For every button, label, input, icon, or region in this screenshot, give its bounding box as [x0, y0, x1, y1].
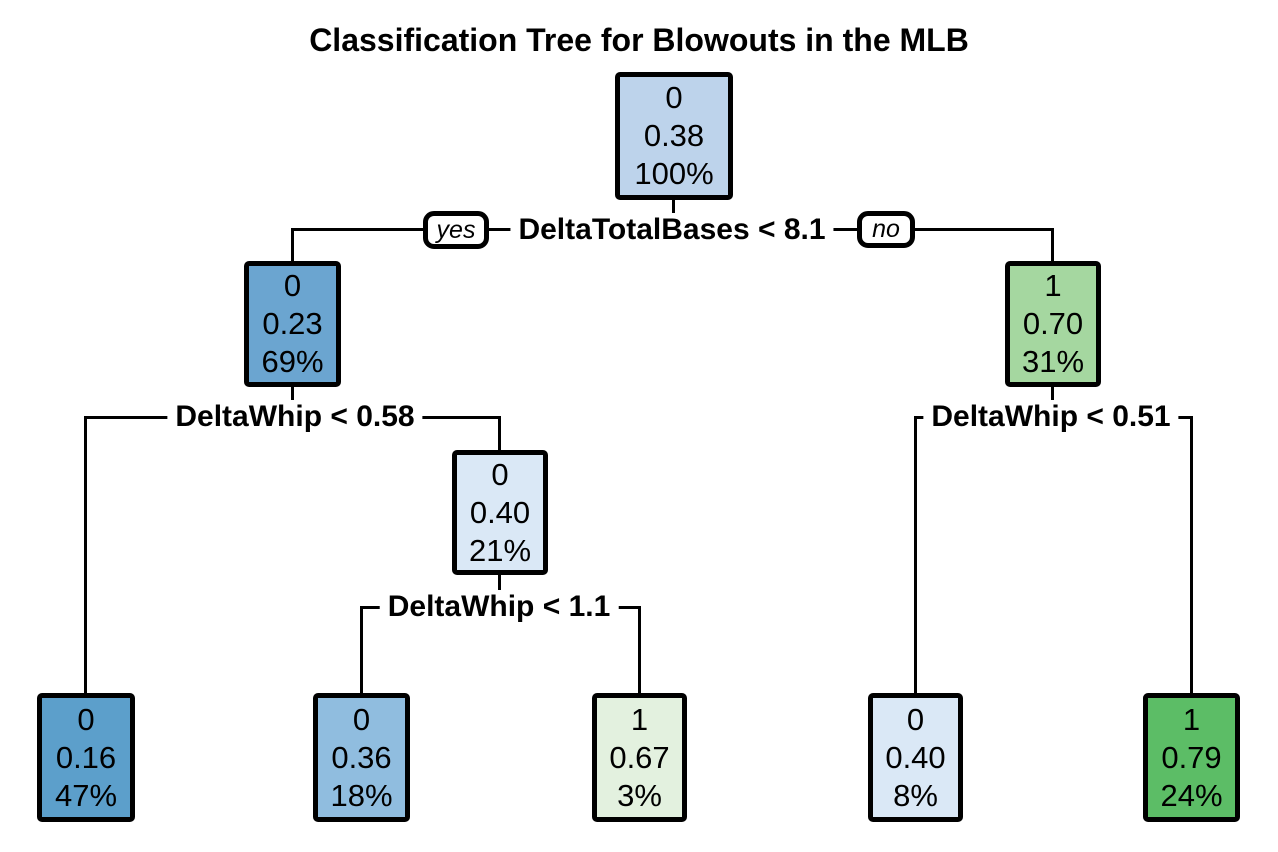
- connector-right-right-drop: [1190, 416, 1193, 693]
- node-probability: 0.40: [469, 494, 531, 530]
- node-probability: 0.23: [262, 306, 323, 341]
- connector-mid-left-drop: [360, 606, 363, 693]
- split-label-mid: DeltaWhip < 1.1: [379, 590, 619, 624]
- node-class: 0: [665, 80, 683, 115]
- tree-leaf-far-right: 1 0.79 24%: [1143, 693, 1240, 822]
- node-class: 1: [1044, 268, 1062, 303]
- plot-title: Classification Tree for Blowouts in the …: [309, 22, 969, 58]
- connector-right-left-drop: [914, 416, 917, 693]
- node-probability: 0.70: [1022, 306, 1084, 341]
- no-branch-badge: no: [857, 211, 915, 248]
- node-class: 0: [491, 456, 509, 492]
- node-percentage: 31%: [1021, 344, 1085, 379]
- node-percentage: 3%: [617, 777, 662, 813]
- tree-node-mid-internal: 0 0.40 21%: [452, 450, 548, 575]
- tree-leaf-far-left: 0 0.16 47%: [37, 693, 135, 822]
- connector-root-left-drop: [291, 228, 294, 261]
- node-class: 0: [77, 701, 95, 737]
- no-label: no: [872, 215, 900, 243]
- node-class: 1: [630, 701, 649, 737]
- node-class: 0: [352, 701, 371, 737]
- connector-root-right-drop: [1051, 228, 1054, 261]
- node-percentage: 24%: [1160, 777, 1223, 813]
- node-percentage: 100%: [634, 156, 714, 191]
- node-probability: 0.16: [55, 739, 117, 775]
- node-percentage: 47%: [54, 777, 118, 813]
- node-class: 1: [1182, 701, 1201, 737]
- split-label-root: DeltaTotalBases < 8.1: [510, 213, 834, 247]
- node-probability: 0.79: [1161, 739, 1222, 775]
- tree-leaf-right-inner: 0 0.40 8%: [868, 693, 963, 822]
- node-probability: 0.36: [331, 739, 392, 775]
- yes-branch-badge: yes: [423, 211, 489, 249]
- node-percentage: 21%: [468, 532, 532, 568]
- connector-left-right-drop: [498, 416, 501, 450]
- node-probability: 0.67: [609, 739, 670, 775]
- node-percentage: 18%: [330, 777, 393, 813]
- node-percentage: 8%: [893, 777, 938, 813]
- split-label-right: DeltaWhip < 0.51: [923, 400, 1179, 434]
- split-label-left: DeltaWhip < 0.58: [167, 400, 423, 434]
- node-probability: 0.40: [885, 739, 946, 775]
- node-percentage: 69%: [261, 344, 324, 379]
- node-class: 0: [906, 701, 925, 737]
- node-probability: 0.38: [643, 118, 705, 153]
- node-class: 0: [283, 268, 302, 303]
- tree-leaf-mid-right: 1 0.67 3%: [592, 693, 687, 822]
- connector-left-left-drop: [84, 416, 87, 693]
- tree-node-left-internal: 0 0.23 69%: [244, 261, 341, 387]
- tree-node-root: 0 0.38 100%: [615, 72, 733, 200]
- connector-mid-right-drop: [638, 606, 641, 693]
- yes-label: yes: [436, 215, 476, 244]
- tree-node-right-internal: 1 0.70 31%: [1005, 261, 1101, 387]
- tree-leaf-mid-left: 0 0.36 18%: [313, 693, 410, 822]
